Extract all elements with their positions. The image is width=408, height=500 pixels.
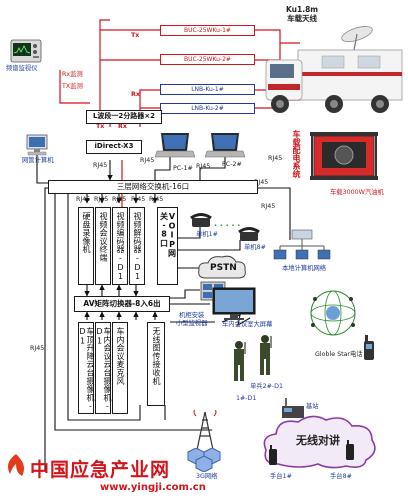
generator-label: 车载3000W汽油机	[330, 189, 384, 196]
idirect-label: iDirect-X3	[94, 142, 134, 151]
wireless-receiver-label: 无线图传接收机	[152, 327, 161, 386]
soldier-1-icon	[228, 340, 250, 384]
nms-computer-icon	[25, 134, 49, 156]
walkie-label: 无线对讲	[296, 434, 340, 447]
ellipsis-dots: · · · · ·	[214, 221, 241, 230]
rj45-idirect: RJ45	[93, 162, 108, 169]
buc-2-label: BUC-25WKu-2#	[184, 56, 231, 63]
switch-label: 三层网络交换机-16口	[116, 182, 190, 192]
watermark-url: www.yingji.com.cn	[100, 482, 206, 493]
buc-2-box[interactable]: BUC-25WKu-2#	[160, 54, 255, 65]
rx-monitor-label: Rx监测	[62, 71, 83, 78]
rj45-m2: RJ45	[94, 196, 109, 203]
dvr-box[interactable]: 硬盘录像机	[78, 207, 94, 285]
rj45-m5: RJ45	[149, 196, 164, 203]
rj45-m4: RJ45	[131, 196, 146, 203]
pc-1-label: PC-1#	[173, 165, 193, 172]
decoder-box[interactable]: 视频解码器-D1	[129, 207, 145, 285]
emergency-vehicle-icon	[262, 22, 408, 122]
base-station-icon	[280, 398, 306, 420]
meeting-camera-label: 车内会议云台摄像机-D1	[95, 327, 112, 411]
handheld-8-icon	[345, 440, 355, 460]
rj45-lan: RJ45	[254, 179, 269, 186]
lnb-1-box[interactable]: LNB-Ku-1#	[160, 84, 255, 95]
idirect-modem-box[interactable]: iDirect-X3	[86, 140, 142, 154]
power-system-label: 车载配电系统	[292, 130, 301, 178]
l-band-splitter-box[interactable]: L波段一2分路器×2	[86, 110, 162, 124]
3g-network-icon	[182, 447, 230, 473]
soldier-1-label: 1#-D1	[236, 395, 257, 402]
buc-1-box[interactable]: BUC-25WKu-1#	[160, 25, 255, 36]
phone-8-icon	[238, 226, 260, 242]
rj45-power: RJ45	[268, 155, 283, 162]
encoder-box[interactable]: 视频编码器-D1	[112, 207, 128, 285]
decoder-label: 视频解码器-D1	[133, 212, 142, 282]
rj45-m3: RJ45	[112, 196, 127, 203]
generator-icon	[308, 128, 380, 186]
local-network-icon	[272, 228, 332, 264]
rj45-pc2: RJ45	[196, 163, 211, 170]
roof-camera-label: 车顶升降云台摄像机-D1	[78, 327, 95, 411]
pc-2-laptop-icon	[204, 131, 246, 159]
antenna-label: Ku1.8m 车载天线	[286, 5, 319, 23]
av-matrix-box[interactable]: AV矩阵切换器-8入6出	[74, 296, 170, 312]
handheld-1-label: 手台1#	[270, 473, 292, 480]
voip-label: VOIP网关-8口	[159, 212, 177, 258]
site-logo-icon	[2, 452, 30, 480]
lnb-1-label: LNB-Ku-1#	[191, 86, 224, 93]
watermark-title: 中国应急产业网	[30, 459, 171, 481]
base-station-label: 基站	[306, 403, 319, 410]
big-screen-icon	[212, 287, 256, 321]
roof-camera-box[interactable]: 车顶升降云台摄像机-D1	[78, 322, 95, 414]
rx-splitter-label: Rx	[118, 123, 127, 130]
tx-monitor-label: TX监测	[62, 83, 83, 90]
vc-terminal-label: 视频会议终端	[99, 212, 108, 262]
av-matrix-label: AV矩阵切换器-8入6出	[83, 299, 161, 309]
microphone-label: 车内会议麦克风	[116, 327, 125, 386]
lnb-2-label: LNB-Ku-2#	[191, 105, 224, 112]
rj45-m1: RJ45	[76, 196, 91, 203]
spectrum-label: 频谱监视仪	[6, 65, 38, 72]
rj45-left: RJ45	[30, 345, 45, 352]
globe-network-icon	[305, 285, 361, 341]
phone-8-label: 单机8#	[244, 244, 266, 251]
phone-1-icon	[190, 212, 212, 228]
voip-box[interactable]: VOIP网关-8口	[157, 207, 178, 285]
soldier-2-label: 单兵2#-D1	[250, 383, 284, 390]
tx-top-label: Tx	[131, 32, 140, 39]
big-screen-label: 车内会议室大屏幕	[222, 321, 273, 328]
spectrum-analyzer-icon	[10, 38, 42, 64]
l3-switch-box[interactable]: 三层网络交换机-16口	[48, 180, 258, 194]
nms-label: 网管计算机	[22, 157, 54, 164]
pc-1-laptop-icon	[154, 131, 196, 159]
microphone-box[interactable]: 车内会议麦克风	[112, 322, 128, 414]
handheld-8-label: 手台8#	[330, 473, 352, 480]
satellite-phone-icon	[362, 335, 376, 361]
globalstar-label: Globle Star电话	[315, 351, 363, 358]
3g-tower-icon	[192, 407, 218, 452]
vc-terminal-box[interactable]: 视频会议终端	[95, 207, 111, 285]
lan-label: 本地计算机网络	[282, 265, 327, 272]
encoder-label: 视频编码器-D1	[116, 212, 125, 282]
pstn-label: PSTN	[210, 263, 237, 273]
tx-splitter-label: Tx	[96, 123, 105, 130]
splitter-label: L波段一2分路器×2	[92, 112, 156, 121]
3g-label: 3G网络	[196, 473, 218, 480]
monitors-label: 机柜安装 小型监视器	[176, 312, 208, 327]
soldier-2-icon	[254, 334, 276, 378]
dvr-label: 硬盘录像机	[82, 212, 91, 254]
wireless-receiver-box[interactable]: 无线图传接收机	[147, 322, 165, 406]
rj45-pc1: RJ45	[140, 157, 155, 164]
pstn-cloud-icon	[196, 254, 248, 282]
buc-1-label: BUC-25WKu-1#	[184, 27, 231, 34]
rx-top-label: Rx	[131, 91, 140, 98]
phone-1-label: 单机1#	[196, 231, 218, 238]
lnb-2-box[interactable]: LNB-Ku-2#	[160, 103, 255, 114]
handheld-1-icon	[268, 445, 278, 465]
pc-2-label: PC-2#	[222, 161, 242, 168]
rj45-lan-2: RJ45	[261, 203, 276, 210]
meeting-camera-box[interactable]: 车内会议云台摄像机-D1	[95, 322, 112, 414]
